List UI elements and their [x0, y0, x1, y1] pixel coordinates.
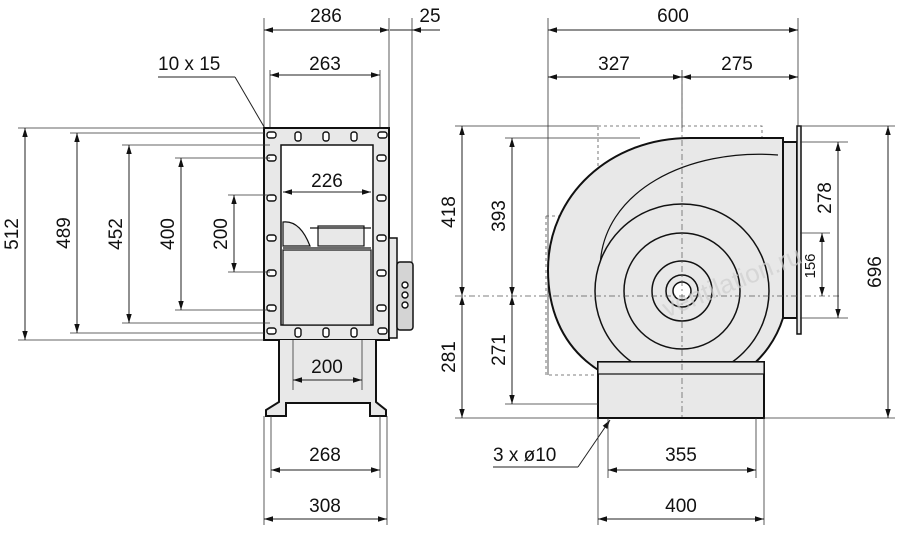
dim-label-512: 512	[2, 218, 23, 250]
base-holes-label: 3 x ø10	[493, 445, 556, 466]
dim-label-200h: 200	[311, 357, 343, 378]
dim-label-271: 271	[489, 334, 510, 366]
dim-label-278: 278	[815, 182, 836, 214]
dim-label-355: 355	[665, 445, 697, 466]
dim-label-327: 327	[598, 54, 630, 75]
motor-block	[282, 249, 372, 326]
dim-label-600: 600	[657, 6, 689, 27]
dim-label-281: 281	[439, 341, 460, 373]
side-base	[265, 340, 387, 417]
dim-label-418: 418	[439, 196, 460, 228]
dim-label-275: 275	[721, 54, 753, 75]
dim-label-400: 400	[158, 218, 179, 250]
dim-label-393: 393	[489, 200, 510, 232]
side-view: 286 25 263 10 x 15	[2, 6, 441, 525]
dim-label-263: 263	[309, 54, 341, 75]
hole-spec-label: 10 x 15	[158, 54, 220, 75]
dim-label-489: 489	[54, 217, 75, 249]
dim-label-452: 452	[106, 218, 127, 250]
dim-label-308: 308	[309, 496, 341, 517]
dim-label-25: 25	[419, 6, 440, 27]
dim-label-696: 696	[865, 256, 886, 288]
dim-label-226: 226	[311, 171, 343, 192]
dim-label-400h: 400	[665, 496, 697, 517]
dim-label-200v: 200	[211, 218, 232, 250]
dim-label-286: 286	[310, 6, 342, 27]
outlet-flange	[782, 141, 798, 319]
dim-label-156: 156	[802, 253, 819, 278]
dim-label-268: 268	[309, 445, 341, 466]
front-view: 600 327 275 418 281	[439, 6, 895, 525]
flange-holes	[266, 131, 388, 338]
base-holes-leader	[577, 419, 611, 468]
